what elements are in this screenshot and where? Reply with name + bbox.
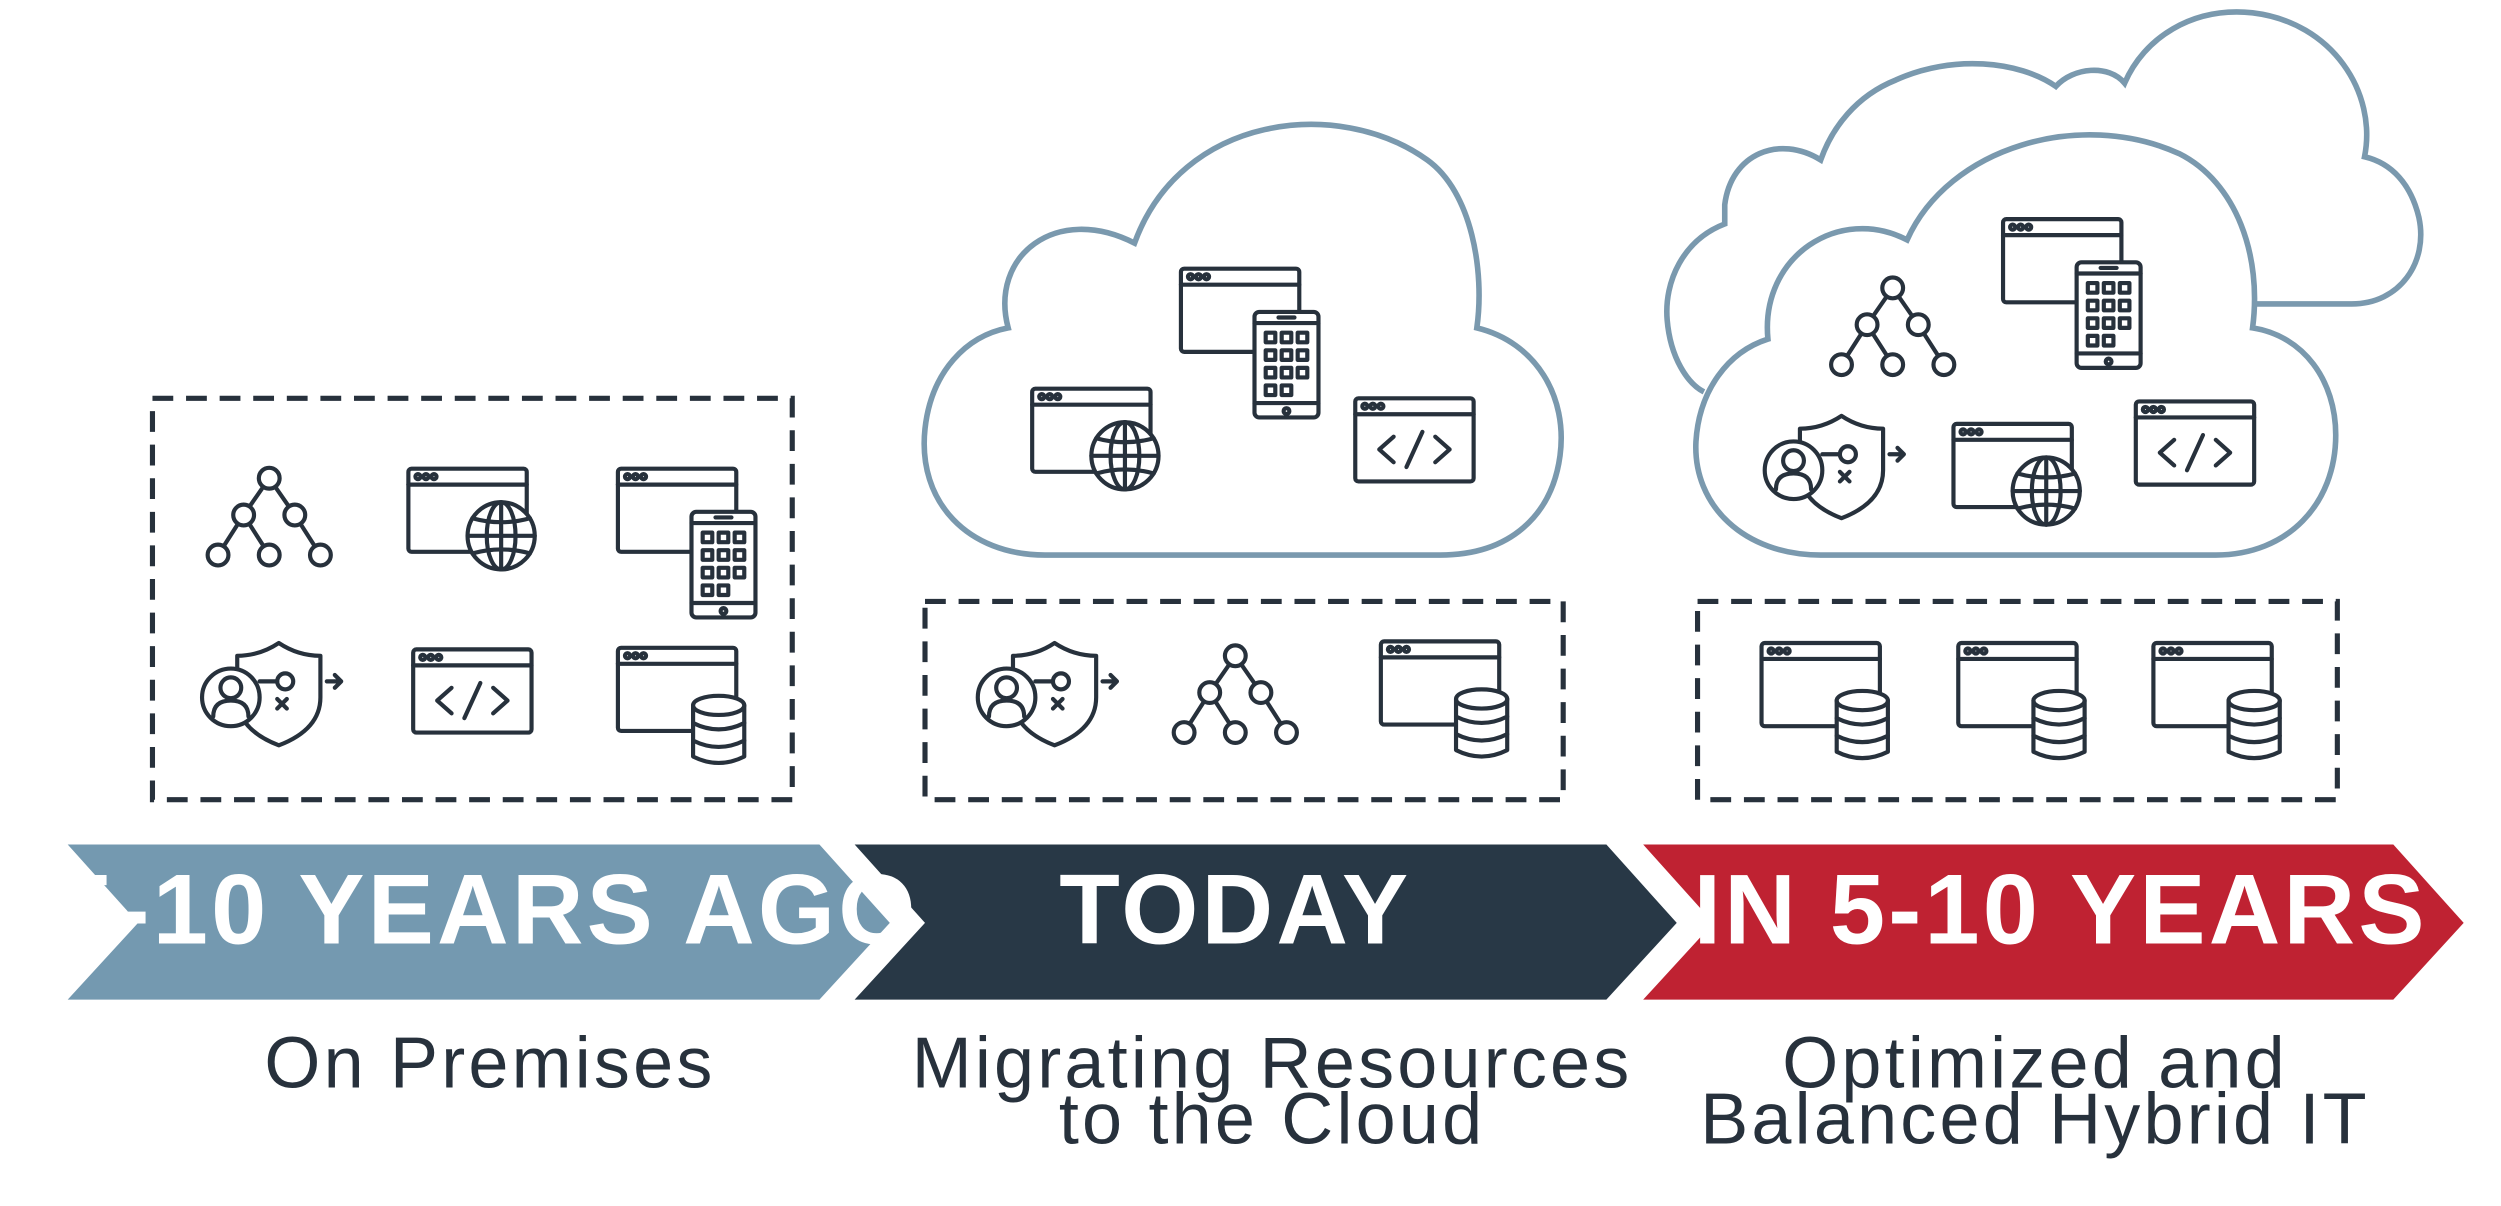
chevron-future <box>1643 844 2464 1000</box>
stage-today <box>921 121 1566 803</box>
on-premises-box <box>1694 598 2340 803</box>
caption-today-line-2: to the Cloud <box>1059 1080 1485 1160</box>
browser-globe-icon <box>408 469 534 570</box>
stage-label-past: 5-10 YEARS AGO <box>58 855 918 966</box>
timeline: 5-10 YEARS AGO TODAY IN 5-10 YEARS <box>58 844 2464 1000</box>
stage-past <box>149 395 795 803</box>
captions: On Premises Migrating Resources to the C… <box>264 1024 2370 1160</box>
stage-label-today: TODAY <box>1059 855 1411 966</box>
caption-future-line-2: Balanced Hybrid IT <box>1700 1080 2370 1160</box>
network-tree-icon <box>208 468 331 566</box>
network-tree-icon <box>1174 645 1297 743</box>
caption-today-line-1: Migrating Resources <box>912 1024 1633 1104</box>
browser-database-icon <box>1958 643 2084 758</box>
caption-past: On Premises <box>264 1024 715 1104</box>
browser-mobile-icon <box>618 469 756 618</box>
stage-future <box>1664 9 2424 803</box>
user-security-icon <box>978 643 1117 745</box>
cloud-shape <box>921 121 1564 558</box>
caption-future-line-1: Optimized and <box>1782 1024 2288 1104</box>
on-premises-box <box>922 598 1566 803</box>
chevron-today <box>854 844 1677 1000</box>
browser-database-icon <box>2153 643 2279 758</box>
on-premises-box <box>149 395 795 803</box>
code-window-icon <box>413 649 531 732</box>
chevron-past <box>67 844 890 1000</box>
browser-database-icon <box>618 648 744 763</box>
browser-database-icon <box>1381 641 1507 756</box>
user-security-icon <box>202 643 341 745</box>
stage-label-future: IN 5-10 YEARS <box>1694 855 2428 966</box>
browser-database-icon <box>1762 643 1888 758</box>
